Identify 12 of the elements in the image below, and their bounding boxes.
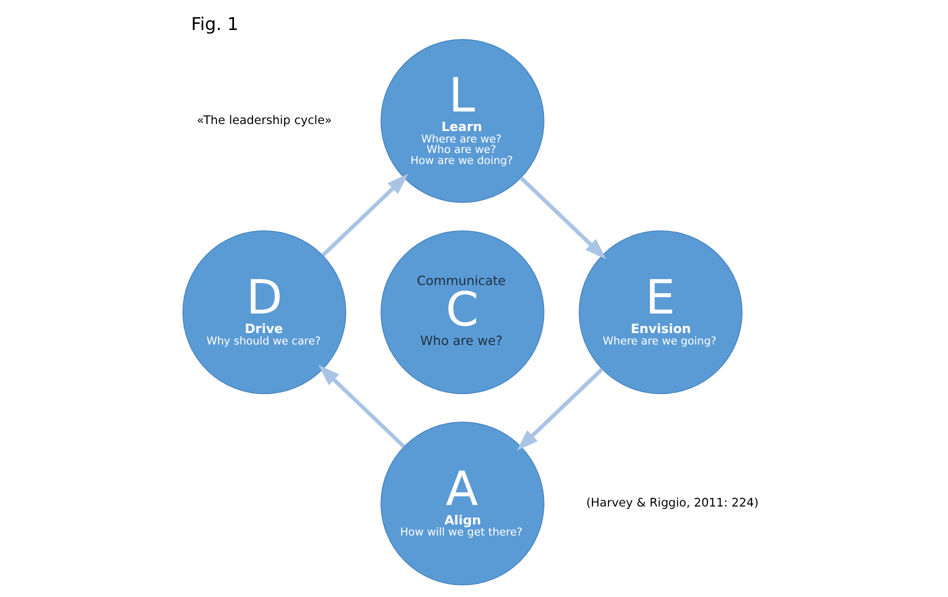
node-circle: L Learn Where are we? Who are we? How are we doing?	[380, 39, 544, 203]
label: (Harvey & Riggio, 2011: 224)	[586, 496, 759, 510]
arrow	[318, 364, 406, 448]
node-circle: A Align How will we get there?	[380, 422, 544, 586]
diagram-title: Fig. 1	[191, 15, 239, 36]
node-circle: D Drive Why should we care?	[182, 230, 346, 394]
node-circle: Communicate C Who are we?	[380, 230, 544, 394]
arrow	[516, 368, 604, 451]
label: «The leadership cycle»	[196, 113, 332, 127]
arrow	[520, 176, 606, 260]
node-circle: E Envision Where are we going?	[578, 230, 743, 394]
arrow	[322, 174, 408, 257]
